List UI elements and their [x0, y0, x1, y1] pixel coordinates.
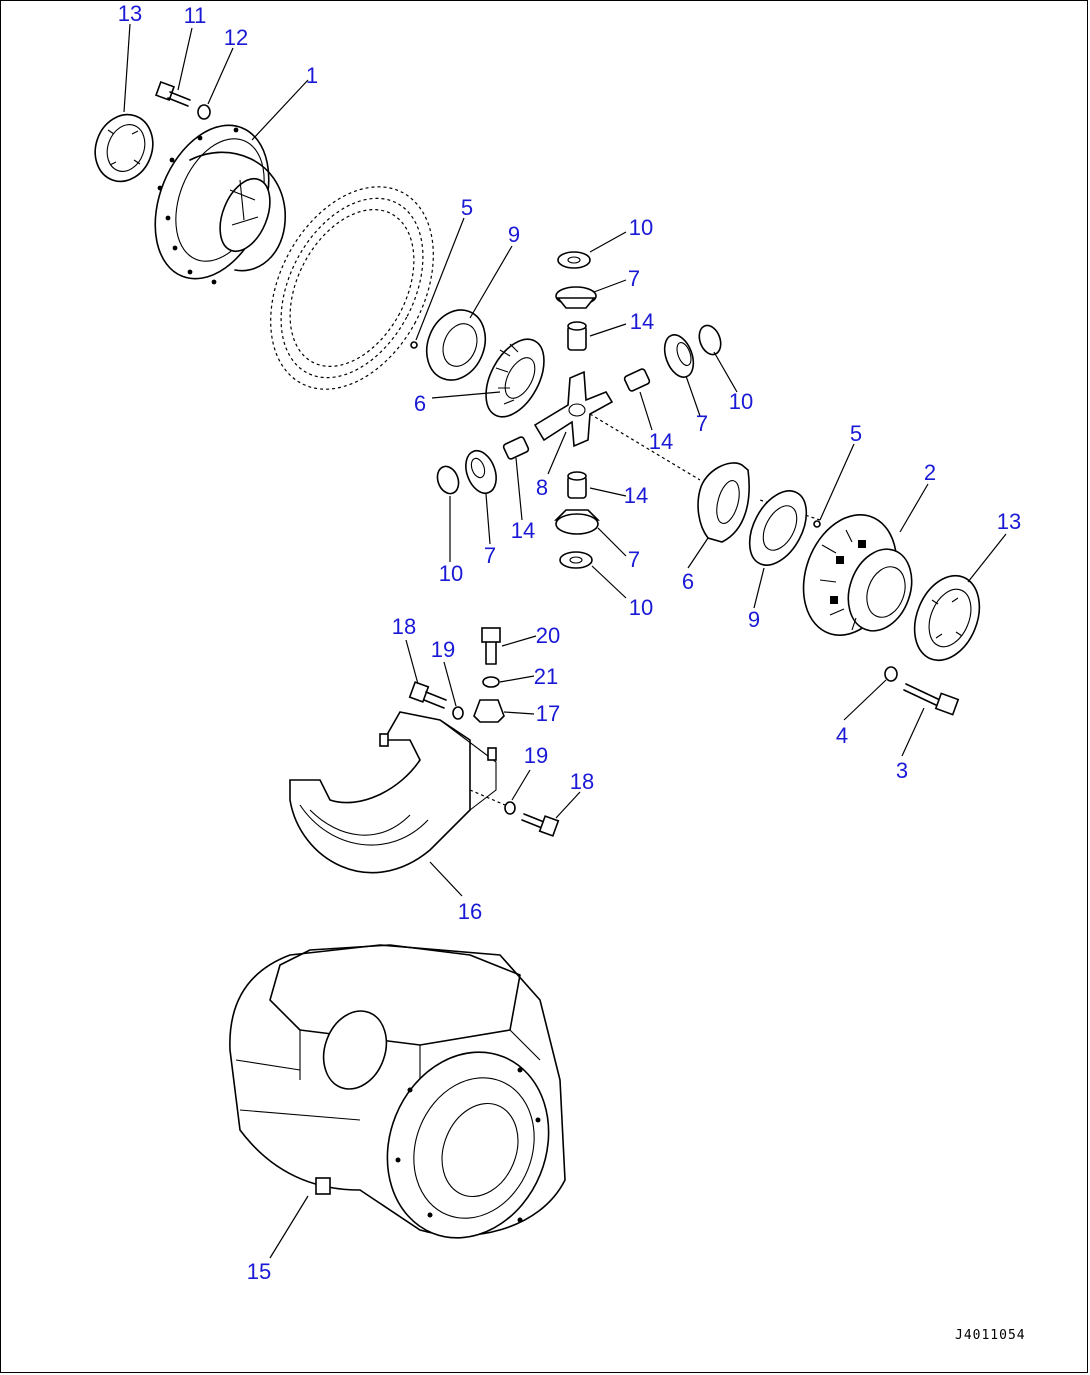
part-5-pin-right: [813, 520, 821, 528]
callout-10: 10: [728, 389, 754, 414]
part-17-clamp: [473, 699, 505, 723]
part-7-pinion-left: [465, 449, 497, 495]
part-18-bolt-bottom: [521, 813, 560, 837]
callout-12: 12: [223, 25, 249, 50]
callout-18: 18: [391, 614, 417, 639]
callout-17: 17: [535, 701, 561, 726]
callout-11: 11: [183, 3, 207, 28]
callout-9: 9: [507, 222, 521, 247]
part-14-bushing-right: [623, 368, 651, 392]
callout-14: 14: [623, 483, 649, 508]
part-10-washer-right: [698, 324, 722, 356]
callout-8: 8: [535, 475, 549, 500]
part-20-bolt: [481, 627, 501, 665]
callout-7: 7: [627, 547, 641, 572]
part-11-bolt: [155, 81, 191, 107]
part-6-side-gear-top: [485, 338, 545, 418]
callout-5: 5: [460, 195, 474, 220]
part-6-side-gear-right: [697, 462, 750, 543]
callout-3: 3: [895, 758, 909, 783]
part-10-washer-top: [557, 251, 591, 269]
part-3-bolt: [903, 683, 960, 716]
part-19-washer-bottom: [504, 801, 516, 815]
part-2-diff-case: [802, 514, 913, 636]
callout-20: 20: [535, 623, 561, 648]
part-10-washer-left: [436, 465, 460, 495]
callout-7: 7: [483, 543, 497, 568]
part-7-pinion-right: [663, 334, 695, 378]
callout-18: 18: [569, 769, 595, 794]
part-19-washer-top: [452, 706, 464, 720]
callout-1: 1: [305, 63, 319, 88]
part-9-thrust-washer-right: [748, 490, 808, 566]
drawing-number: J4011054: [955, 1328, 1026, 1343]
callout-10: 10: [438, 561, 464, 586]
ring-gear-phantom: [270, 186, 434, 390]
part-14-bushing-top: [567, 321, 587, 351]
part-16-guard-bracket: [289, 711, 497, 874]
part-9-thrust-washer-top: [425, 309, 487, 381]
callout-15: 15: [246, 1259, 272, 1284]
part-7-pinion-top: [555, 286, 597, 309]
callout-7: 7: [627, 266, 641, 291]
part-21-washer: [482, 676, 500, 688]
callout-13: 13: [996, 509, 1022, 534]
part-13-bearing-top: [94, 113, 154, 183]
part-12-washer: [197, 104, 211, 120]
callout-4: 4: [835, 723, 849, 748]
part-18-bolt-top: [408, 681, 447, 709]
part-10-washer-bottom: [559, 551, 593, 569]
callout-19: 19: [430, 637, 456, 662]
part-4-washer: [884, 666, 898, 682]
leader-lines: [123, 23, 1007, 1259]
callout-14: 14: [510, 518, 536, 543]
callout-6: 6: [681, 569, 695, 594]
part-14-bushing-left: [502, 436, 530, 460]
callout-5: 5: [849, 421, 863, 446]
callout-13: 13: [117, 1, 143, 26]
part-5-pin-top: [410, 341, 418, 349]
callout-2: 2: [923, 460, 937, 485]
callout-9: 9: [747, 607, 761, 632]
part-14-bushing-bottom: [567, 471, 587, 499]
callout-10: 10: [628, 595, 654, 620]
part-13-bearing-right: [913, 574, 981, 662]
callout-14: 14: [648, 429, 674, 454]
callout-10: 10: [628, 215, 654, 240]
callout-16: 16: [457, 899, 483, 924]
part-8-spider: [533, 370, 614, 448]
callout-19: 19: [523, 743, 549, 768]
part-1-housing: [154, 124, 286, 285]
callout-14: 14: [629, 309, 655, 334]
part-7-pinion-bottom: [554, 509, 600, 535]
part-15-axle-housing: [229, 944, 566, 1239]
callout-21: 21: [533, 664, 559, 689]
callout-7: 7: [695, 411, 709, 436]
callout-6: 6: [413, 391, 427, 416]
